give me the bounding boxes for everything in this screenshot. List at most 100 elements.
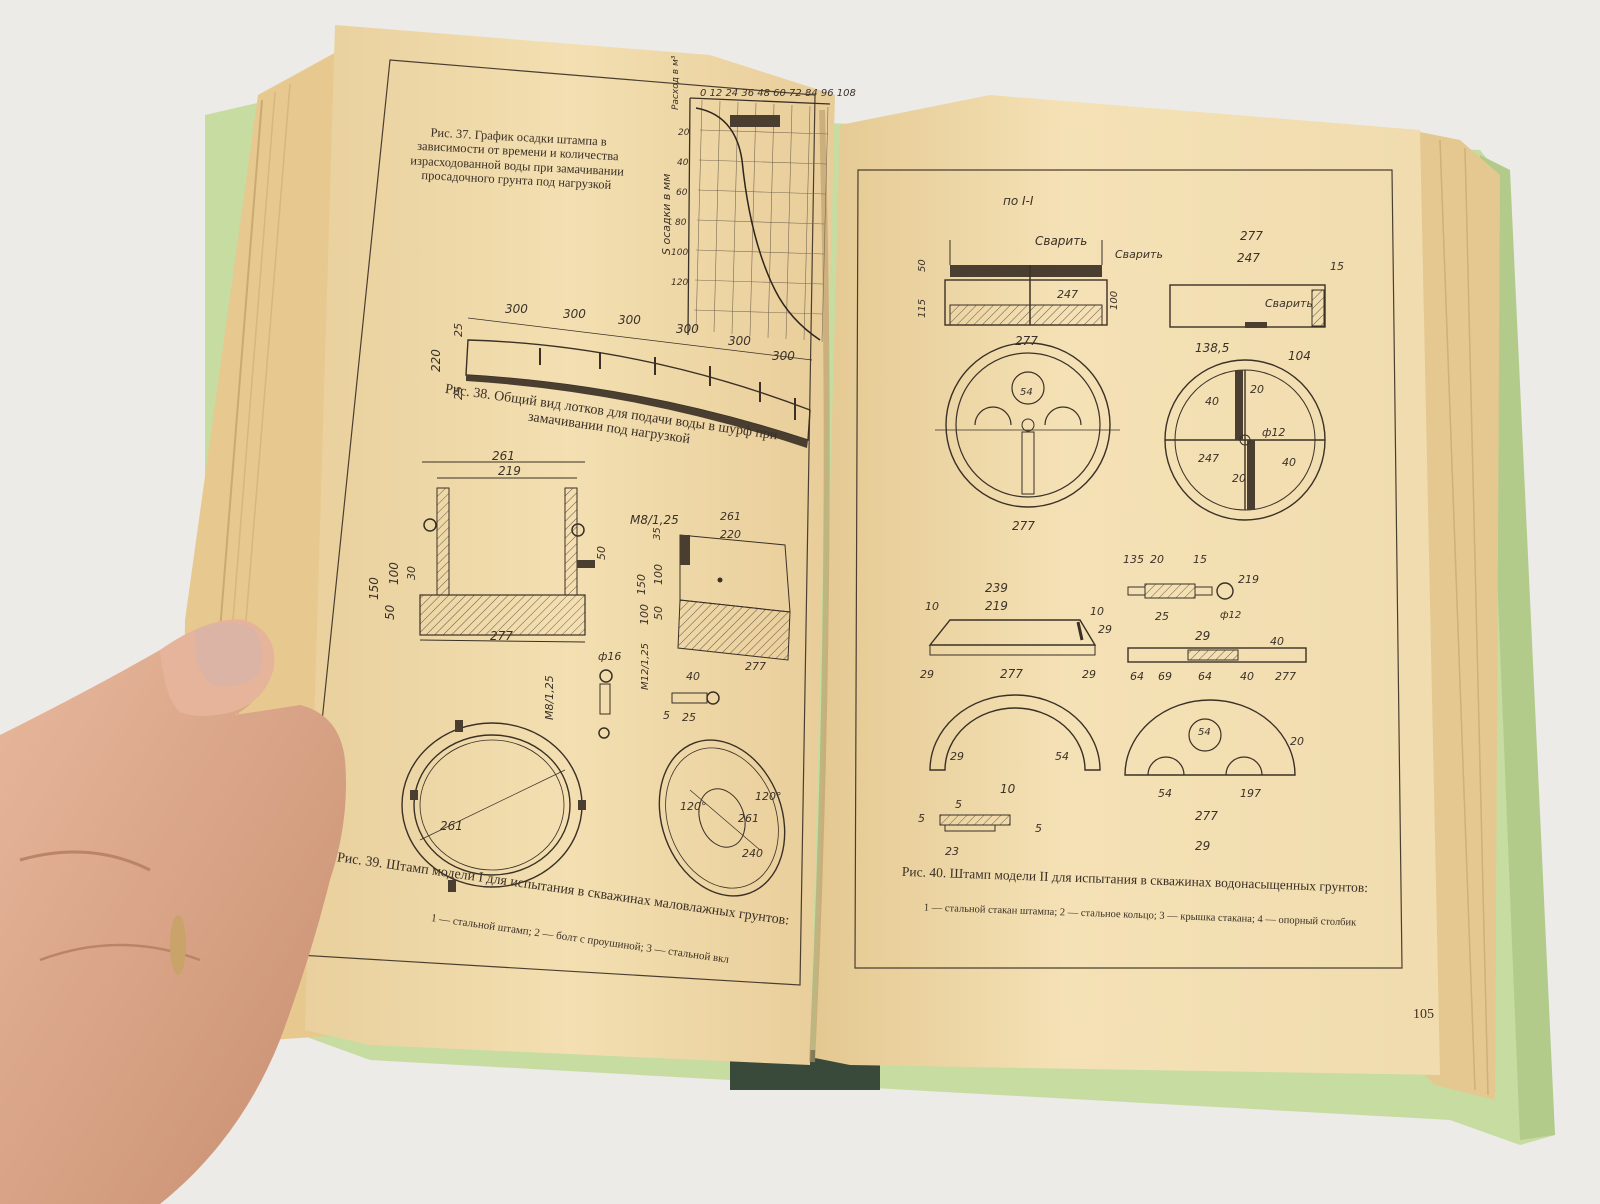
dim-label: 15 — [1330, 260, 1344, 273]
fig37-time-axis: 0 12 24 36 48 60 72 84 96 108 — [700, 88, 856, 99]
dim-label: 69 — [1158, 670, 1172, 683]
dim-label: 150 — [367, 577, 381, 600]
dim-label: 20 — [1150, 553, 1164, 566]
dim-label: 10 — [925, 600, 939, 613]
dim-label: 261 — [440, 819, 463, 833]
dim-label: 277 — [1000, 667, 1023, 681]
dim-label: 29 — [920, 668, 934, 681]
dim-label: 23 — [945, 845, 959, 858]
dim-label: 261 — [738, 812, 759, 825]
fig40-section-view: по I-I Сварить Сварить 277 247 100 115 5… — [917, 194, 1163, 348]
dim-label: 50 — [383, 604, 397, 620]
fig40-half-ring: 10 29 54 — [929, 694, 1101, 796]
dim-label: 29 — [1195, 839, 1210, 853]
fig37-tick: 100 — [671, 248, 688, 258]
dim-label: 29 — [950, 750, 964, 763]
fig39-cup-detail: M8/1,25 261 220 35 100 150 100 50 277 M1… — [630, 510, 791, 690]
dim-label: 300 — [618, 313, 641, 327]
fig39-bolt-detail: ф16 M8/1,25 40 5 25 — [543, 650, 720, 739]
fig39-plan-left: 261 — [401, 720, 586, 892]
dim-label: 239 — [985, 581, 1008, 595]
dim-label: 100 — [387, 562, 401, 585]
dim-label: 5 — [955, 798, 962, 811]
page-number: 105 — [1413, 1007, 1434, 1022]
dim-label: 50 — [917, 259, 928, 272]
fig40-lid-section: 239 219 10 10 29 277 29 29 — [920, 581, 1112, 681]
dim-label: 219 — [498, 464, 521, 478]
dim-label: 220 — [720, 528, 741, 541]
weld-label: Сварить — [1035, 234, 1087, 248]
dim-label: 277 — [1195, 809, 1218, 823]
fig40-plan-cup: 54 277 — [935, 342, 1120, 533]
dim-label: 277 — [745, 660, 766, 673]
dim-label: 247 — [1057, 288, 1078, 301]
dim-label: 247 — [1198, 452, 1219, 465]
fig39-plan-right: 120° 120° 240 261 — [658, 739, 786, 897]
hand — [0, 619, 346, 1204]
fig39-cup-section: 261 219 277 150 100 50 30 50 — [367, 449, 608, 643]
dim-label: 138,5 — [1195, 341, 1229, 355]
weld-label: Сварить — [1265, 297, 1313, 310]
dim-label: 5 — [918, 812, 925, 825]
dim-label: 29 — [1195, 629, 1210, 643]
dim-label: 135 — [1123, 553, 1144, 566]
dim-label: 120° — [680, 800, 707, 813]
fig40-ring-section: 277 247 15 Сварить 138,5 104 — [1169, 229, 1344, 363]
dim-label: 150 — [635, 574, 648, 595]
dim-label: ф12 — [1262, 426, 1285, 439]
fig37-tick: 60 — [676, 188, 688, 198]
dim-label: 20 — [1290, 735, 1304, 748]
dim-label: 40 — [1205, 395, 1219, 408]
dim-label: 10 — [1000, 782, 1016, 796]
dim-label: 54 — [1020, 387, 1033, 398]
fig40-half-lid: 54 54 197 277 29 20 — [1124, 699, 1304, 853]
dim-label: 40 — [686, 670, 700, 683]
dim-label: 300 — [772, 349, 795, 363]
dim-label: 10 — [1090, 605, 1104, 618]
fig37-flow-label: Расход в м³ — [671, 55, 681, 110]
dim-label: 40 — [1282, 456, 1296, 469]
dim-label: 219 — [985, 599, 1008, 613]
dim-label: 50 — [595, 546, 608, 560]
dim-label: 300 — [505, 302, 528, 316]
dim-label: 15 — [1193, 553, 1207, 566]
section-label: по I-I — [1003, 194, 1034, 208]
dim-label: 219 — [1238, 573, 1259, 586]
dim-label: 277 — [1015, 334, 1038, 348]
dim-label: M8/1,25 — [543, 675, 556, 720]
dim-label: 277 — [1240, 229, 1263, 243]
dim-label: 5 — [663, 709, 670, 722]
dim-label: 300 — [728, 334, 751, 348]
fig38-trough-drawing: 300 300 300 300 300 300 220 25 25 — [429, 302, 813, 448]
dim-label: 64 — [1198, 670, 1212, 683]
dim-label: 277 — [1012, 519, 1035, 533]
dim-label: 50 — [652, 606, 665, 620]
dim-label: 20 — [1232, 472, 1246, 485]
fig37-tick: 40 — [677, 158, 689, 168]
dim-label: 40 — [1240, 670, 1254, 683]
dim-label: 104 — [1288, 349, 1311, 363]
dim-label: 20 — [1250, 383, 1264, 396]
dim-label: 100 — [1109, 291, 1120, 310]
right-page — [815, 95, 1440, 1075]
dim-label: 120° — [755, 790, 782, 803]
dim-label: 300 — [676, 322, 699, 336]
dim-label: 54 — [1158, 787, 1172, 800]
dim-label: 277 — [1275, 670, 1296, 683]
fig40-lid-plate: 29 40 64 69 64 40 277 — [1127, 629, 1307, 683]
dim-label: 100 — [638, 604, 651, 625]
fig37-settle-label: S осадки в мм — [660, 174, 673, 255]
dim-label: M12/1,25 — [640, 643, 651, 690]
fig37-tick: 20 — [678, 128, 690, 138]
fig40-plan-ring: 20 40 ф12 247 20 40 — [1164, 359, 1326, 521]
dim-label: 247 — [1237, 251, 1260, 265]
dim-label: 25 — [682, 711, 696, 724]
dim-label: 261 — [492, 449, 515, 463]
dim-label: 54 — [1198, 727, 1211, 738]
dim-label: 35 — [652, 527, 663, 540]
dim-label: 29 — [1098, 623, 1112, 636]
dim-label: 30 — [405, 566, 418, 580]
dim-label: 5 — [1035, 822, 1042, 835]
dim-label: 25 — [452, 323, 465, 337]
